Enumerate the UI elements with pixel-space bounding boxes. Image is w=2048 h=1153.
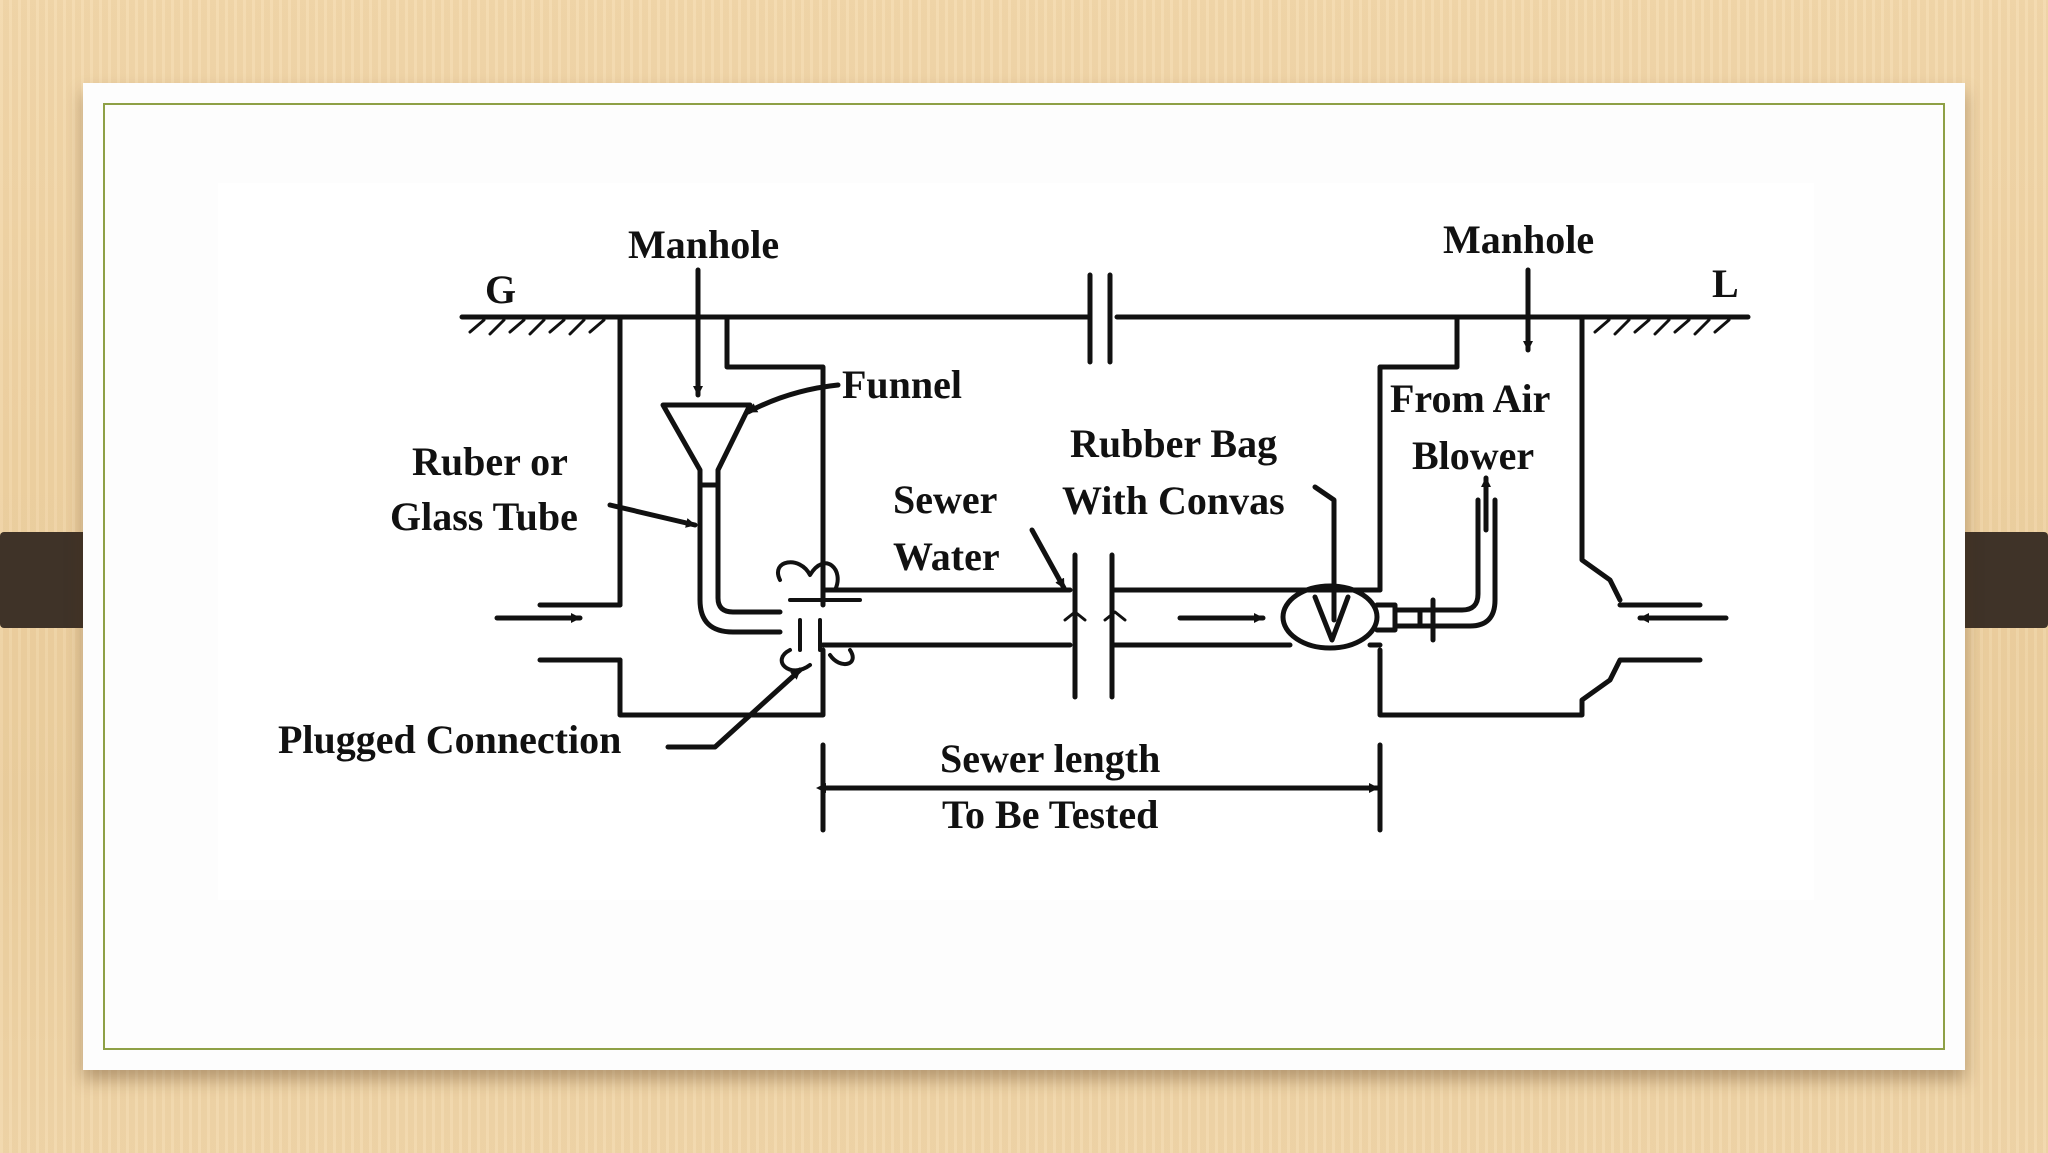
- funnel: [660, 402, 753, 488]
- sewer-length-label-line2: To Be Tested: [942, 792, 1158, 837]
- ground-hatch-right: [1593, 318, 1731, 336]
- slide-card-border: [103, 103, 1945, 1050]
- glass-tube: [697, 482, 783, 635]
- tube-pointer: [607, 502, 698, 528]
- plugged-pointer: [665, 667, 803, 750]
- sewer-water-pointer: [1029, 527, 1067, 591]
- rubber-bag: [1280, 583, 1380, 651]
- ground-label-left: G: [485, 267, 516, 312]
- right-manhole-outer: [1377, 314, 1703, 718]
- sewer-water-marker: [1063, 610, 1127, 622]
- tube-label-line1: Ruber or: [412, 439, 568, 484]
- tube-label-line2: Glass Tube: [390, 494, 578, 539]
- manhole-label-right: Manhole: [1443, 217, 1594, 262]
- rubber-bag-pointer: [1312, 484, 1337, 623]
- ground-label-right: L: [1712, 261, 1739, 306]
- ground-hatch-left: [468, 318, 606, 336]
- plugged-connection-label: Plugged Connection: [278, 717, 621, 762]
- bag-nozzle: [1374, 602, 1423, 633]
- air-hose: [1417, 497, 1498, 629]
- ground-break: [1087, 272, 1113, 365]
- plugged-connection: [776, 560, 862, 673]
- rubber-bag-dip: [1312, 594, 1351, 643]
- air-blower-label-line1: From Air: [1390, 376, 1550, 421]
- air-blower-label-line2: Blower: [1412, 433, 1534, 478]
- pipe-break: [1072, 552, 1115, 700]
- funnel-label: Funnel: [842, 362, 962, 407]
- rubber-bag-label-line1: Rubber Bag: [1070, 421, 1277, 466]
- diagram-panel: [218, 183, 1814, 900]
- sewer-water-label-line2: Water: [893, 534, 1000, 579]
- rubber-bag-label-line2: With Convas: [1062, 478, 1285, 523]
- left-incoming-pipe: [537, 602, 623, 663]
- left-manhole-outer: [617, 314, 826, 718]
- manhole-label-left: Manhole: [628, 222, 779, 267]
- sewer-length-label-line1: Sewer length: [940, 736, 1160, 781]
- funnel-pointer: [745, 382, 841, 415]
- sewer-water-label-line1: Sewer: [893, 477, 997, 522]
